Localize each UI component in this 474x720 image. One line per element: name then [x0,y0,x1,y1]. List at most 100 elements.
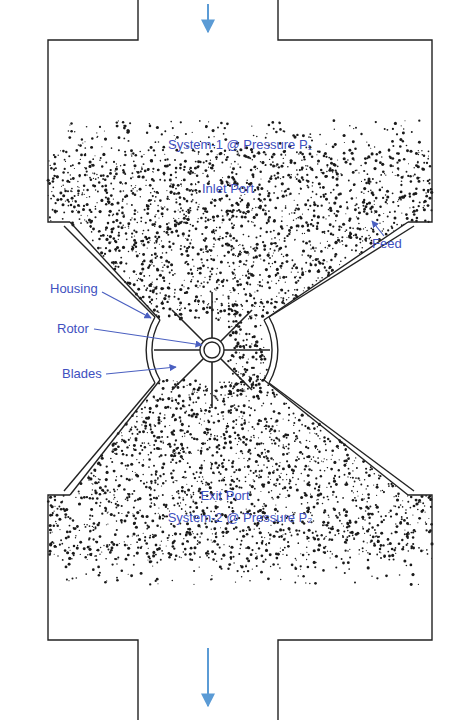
grain-dot [156,268,159,271]
grain-dot [326,144,327,145]
grain-dot [147,207,150,210]
grain-dot [323,231,325,233]
grain-dot [247,180,248,181]
grain-dot [112,221,115,224]
grain-dot [274,237,276,239]
grain-dot [307,165,309,167]
grain-dot [428,182,430,184]
grain-dot [405,213,408,216]
grain-dot [335,197,337,199]
grain-dot [151,254,153,256]
grain-dot [159,179,161,181]
grain-dot [380,174,382,176]
grain-dot [322,172,325,175]
grain-dot [118,149,120,151]
grain-dot [68,136,71,139]
grain-dot [418,205,420,207]
grain-dot [291,212,292,213]
grain-dot [197,165,199,167]
grain-dot [186,200,189,203]
grain-dot [355,127,357,129]
grain-dot [233,247,235,249]
grain-dot [339,206,341,208]
grain-dot [312,191,314,193]
grain-dot [121,226,124,229]
grain-dot [285,246,287,248]
grain-dot [239,279,240,280]
grain-dot [211,164,214,167]
grain-dot [66,180,69,183]
grain-dot [338,225,340,227]
grain-dot [168,222,169,223]
grain-dot [115,265,117,267]
grain-dot [187,218,190,221]
grain-dot [176,177,177,178]
grain-dot [254,225,256,227]
grain-dot [200,217,203,220]
grain-dot [323,195,325,197]
grain-dot [208,303,209,304]
grain-dot [116,166,118,168]
grain-dot [171,231,174,234]
grain-dot [147,229,149,231]
grain-dot [82,192,83,193]
grain-dot [187,201,188,202]
grain-dot [128,251,129,252]
grain-dot [49,216,51,218]
grain-dot [279,247,282,250]
grain-dot [124,151,126,153]
grain-dot [379,223,380,224]
grain-dot [68,205,70,207]
grain-dot [198,304,199,305]
grain-dot [256,247,258,249]
grain-dot [254,302,257,305]
grain-dot [92,173,93,174]
grain-dot [234,277,235,278]
grain-dot [150,283,153,286]
grain-dot [136,190,137,191]
grain-dot [363,170,365,172]
grain-dot [119,222,121,224]
grain-dot [268,275,271,278]
grain-dot [213,170,215,172]
grain-dot [379,151,382,154]
grain-dot [358,211,361,214]
grain-dot [162,276,165,279]
grain-dot [156,231,159,234]
grain-dot [298,179,301,182]
grain-dot [326,171,328,173]
grain-dot [175,230,178,233]
grain-dot [72,177,75,180]
grain-dot [321,205,323,207]
grain-dot [245,260,247,262]
grain-dot [108,242,111,245]
grain-dot [216,298,218,300]
grain-dot [245,155,248,158]
grain-dot [285,205,286,206]
grain-dot [254,247,255,248]
grain-dot [110,183,112,185]
grain-dot [386,195,389,198]
grain-dot [350,189,352,191]
grain-dot [97,247,100,250]
grain-dot [296,134,298,136]
grain-dot [316,227,319,230]
grain-dot [376,153,378,155]
grain-dot [183,166,185,168]
grain-dot [345,161,348,164]
grain-dot [93,173,95,175]
grain-dot [162,266,164,268]
grain-dot [280,225,283,228]
grain-dot [190,269,192,271]
grain-dot [217,268,218,269]
grain-dot [130,177,132,179]
grain-dot [283,256,285,258]
grain-dot [225,243,228,246]
grain-dot [115,250,117,252]
grain-dot [160,160,161,161]
grain-dot [310,168,313,171]
grain-dot [68,130,70,132]
grain-dot [300,188,302,190]
grain-dot [291,259,293,261]
grain-dot [416,217,419,220]
